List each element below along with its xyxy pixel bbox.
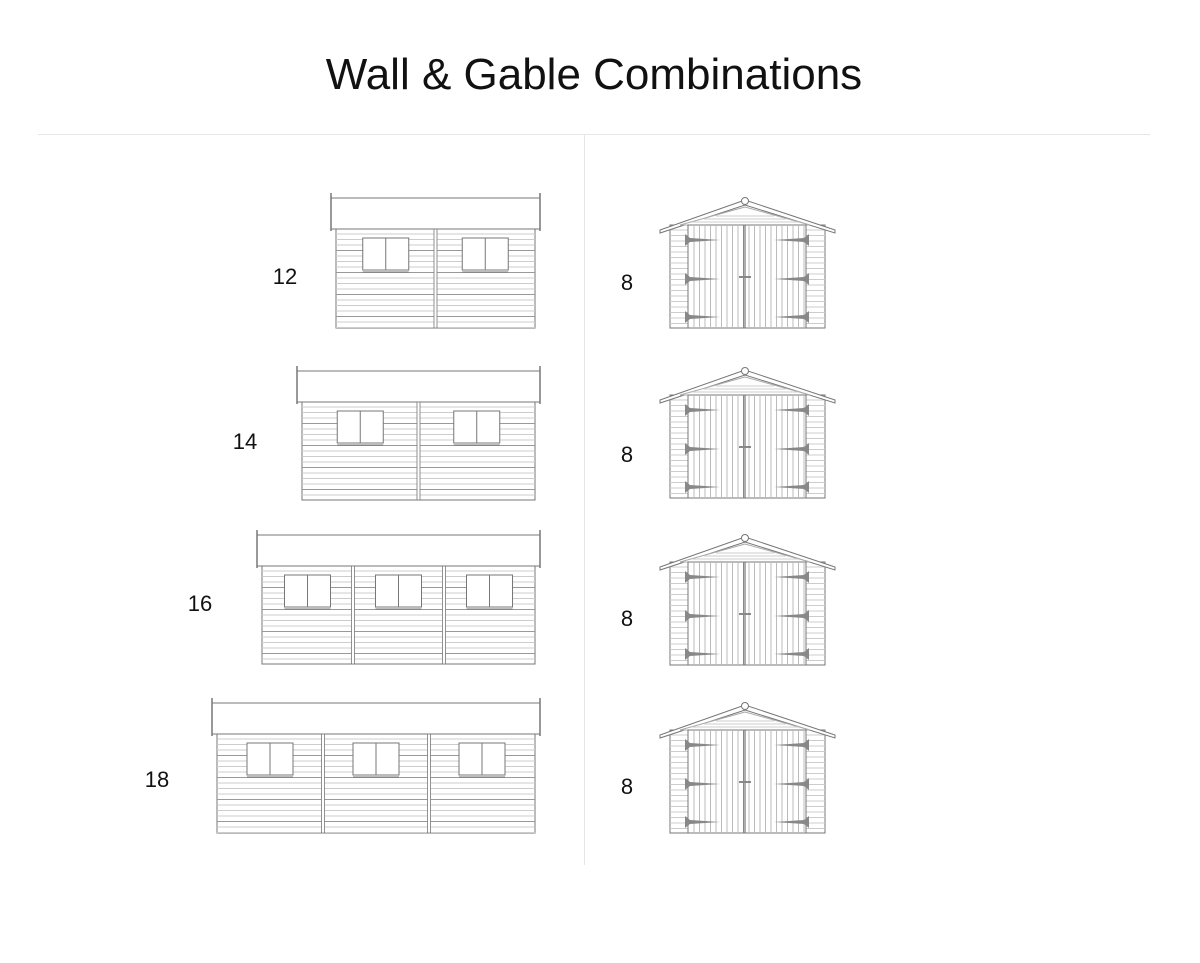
hinge-left: [685, 234, 720, 246]
door-handle: [739, 613, 751, 615]
finial: [741, 197, 749, 205]
panel-divider: [427, 733, 431, 834]
wall-elevation: [330, 193, 541, 329]
hinge-right: [774, 404, 809, 416]
hinge-left: [685, 571, 720, 583]
gable-width-label: 8: [620, 774, 634, 799]
hinge-right: [774, 273, 809, 285]
panel-divider: [321, 733, 325, 834]
hinge-right: [774, 481, 809, 493]
finial: [741, 367, 749, 375]
hinge-right: [774, 443, 809, 455]
divider-vertical: [584, 135, 585, 865]
hinge-left: [685, 311, 720, 323]
hinge-right: [774, 778, 809, 790]
finial: [741, 534, 749, 542]
page-title: Wall & Gable Combinations: [325, 50, 863, 99]
hinge-left: [685, 778, 720, 790]
panel-divider: [416, 401, 421, 501]
hinge-left: [685, 816, 720, 828]
divider-horizontal: [38, 134, 1150, 135]
hinge-left: [685, 648, 720, 660]
hinge-right: [774, 816, 809, 828]
gable-elevation: [659, 197, 836, 329]
wall-length-label: 12: [272, 264, 298, 289]
roof-fascia: [256, 534, 541, 567]
hinge-right: [774, 739, 809, 751]
door-handle: [739, 781, 751, 783]
hinge-left: [685, 273, 720, 285]
gable-elevation: [659, 702, 836, 834]
finial: [741, 702, 749, 710]
roof-fascia: [211, 702, 541, 735]
gable-elevation: [659, 367, 836, 499]
wall-length-label: 18: [144, 767, 170, 792]
door-handle: [739, 446, 751, 448]
hinge-left: [685, 610, 720, 622]
wall-length-label: 14: [232, 429, 258, 454]
wall-elevation: [256, 530, 541, 665]
door-handle: [739, 276, 751, 278]
hinge-left: [685, 481, 720, 493]
wall-elevation: [296, 366, 541, 501]
hinge-left: [685, 404, 720, 416]
panel-divider: [351, 565, 355, 665]
hinge-right: [774, 234, 809, 246]
hinge-left: [685, 739, 720, 751]
roof-fascia: [296, 370, 541, 403]
roof-fascia: [330, 197, 541, 230]
hinge-right: [774, 648, 809, 660]
panel-divider: [433, 228, 438, 329]
panel-divider: [442, 565, 446, 665]
wall-length-label: 16: [187, 591, 213, 616]
hinge-right: [774, 571, 809, 583]
gable-width-label: 8: [620, 270, 634, 295]
gable-width-label: 8: [620, 606, 634, 631]
wall-elevation: [211, 698, 541, 834]
gable-elevation: [659, 534, 836, 666]
hinge-left: [685, 443, 720, 455]
gable-width-label: 8: [620, 442, 634, 467]
hinge-right: [774, 311, 809, 323]
hinge-right: [774, 610, 809, 622]
